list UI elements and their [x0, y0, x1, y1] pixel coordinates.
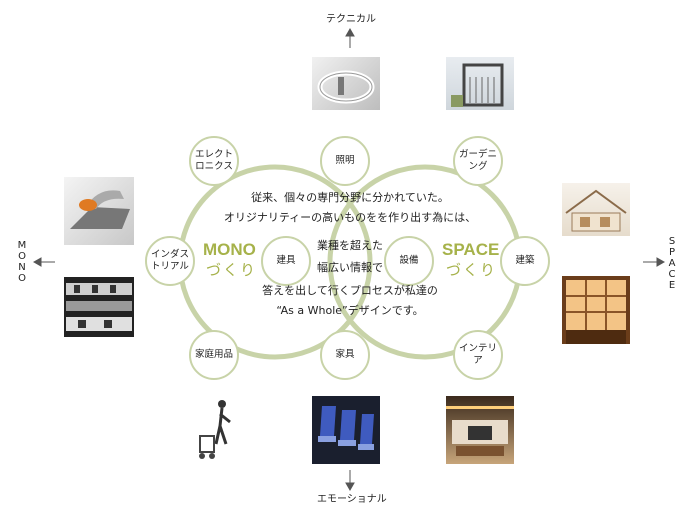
label-mono-vertical: M O N O [16, 240, 28, 284]
node-electronics-label-line1: エレクト [194, 149, 233, 160]
mono-letter: N [18, 262, 26, 273]
center-line-4: 幅広い情報で [317, 261, 383, 274]
photo-space-interior [562, 276, 630, 344]
space-subtitle: づくり [446, 261, 498, 279]
node-fittings[interactable]: 建具 [261, 236, 311, 286]
space-letter: P [668, 247, 676, 258]
node-architecture[interactable]: 建築 [500, 236, 550, 286]
space-title: SPACE [442, 240, 500, 259]
mono-subtitle: づくり [206, 261, 258, 279]
node-lighting-label: 照明 [335, 155, 355, 166]
arrow-right-icon [643, 257, 666, 267]
node-household-label: 家庭用品 [194, 349, 233, 360]
label-space-vertical: S P A C E [666, 236, 678, 291]
node-industrial-label-line1: インダス [150, 249, 189, 260]
node-electronics-label: エレクトロニクス [195, 149, 233, 173]
photo-technical-lighting [312, 57, 380, 110]
photo-emotional-chairs [312, 396, 380, 464]
node-electronics[interactable]: エレクトロニクス [189, 136, 239, 186]
center-line-1: 従来、個々の専門分野に分かれていた。 [251, 191, 449, 204]
mono-title: MONO [203, 240, 256, 259]
label-emotional: エモーショナル [317, 494, 387, 505]
node-industrial-label: インダストリアル [151, 249, 189, 273]
node-industrial[interactable]: インダストリアル [145, 236, 195, 286]
arrow-left-icon [32, 257, 55, 267]
space-letter: S [668, 236, 676, 247]
photo-mono-industrial [64, 277, 134, 337]
node-household[interactable]: 家庭用品 [189, 330, 239, 380]
node-industrial-label-line2: トリアル [151, 261, 189, 272]
arrow-down-icon [345, 470, 355, 492]
mono-letter: O [18, 273, 26, 284]
node-interior[interactable]: インテリア [453, 330, 503, 380]
center-line-6: “As a Whole”デザインです。 [276, 304, 424, 317]
center-line-2: オリジナリティーの高いものをを作り出す為には、 [223, 211, 477, 224]
node-electronics-label-line2: ロニクス [195, 161, 233, 172]
node-gardening[interactable]: ガーデニング [453, 136, 503, 186]
photo-emotional-walker [194, 396, 244, 464]
center-line-3: 業種を超えた [317, 239, 383, 252]
node-lighting[interactable]: 照明 [320, 136, 370, 186]
node-interior-label: インテリア [458, 343, 497, 366]
node-fittings-label: 建具 [276, 255, 296, 266]
photo-technical-gate [446, 57, 514, 110]
mono-letter: M [17, 240, 27, 251]
photo-space-architecture [562, 183, 630, 236]
node-architecture-label: 建築 [515, 255, 535, 266]
space-letter: A [668, 258, 676, 269]
space-letter: C [668, 269, 676, 280]
space-letter: E [668, 280, 676, 291]
node-furniture[interactable]: 家具 [320, 330, 370, 380]
center-line-5: 答えを出して行くプロセスが私達の [262, 284, 438, 297]
mono-letter: O [18, 251, 26, 262]
photo-emotional-room [446, 396, 514, 464]
node-furniture-label: 家具 [335, 349, 355, 360]
label-technical: テクニカル [326, 14, 376, 25]
node-equipment-label: 設備 [399, 255, 419, 266]
arrow-up-icon [345, 27, 355, 48]
node-equipment[interactable]: 設備 [384, 236, 434, 286]
node-gardening-label: ガーデニング [458, 149, 497, 172]
photo-mono-iron [64, 177, 134, 245]
